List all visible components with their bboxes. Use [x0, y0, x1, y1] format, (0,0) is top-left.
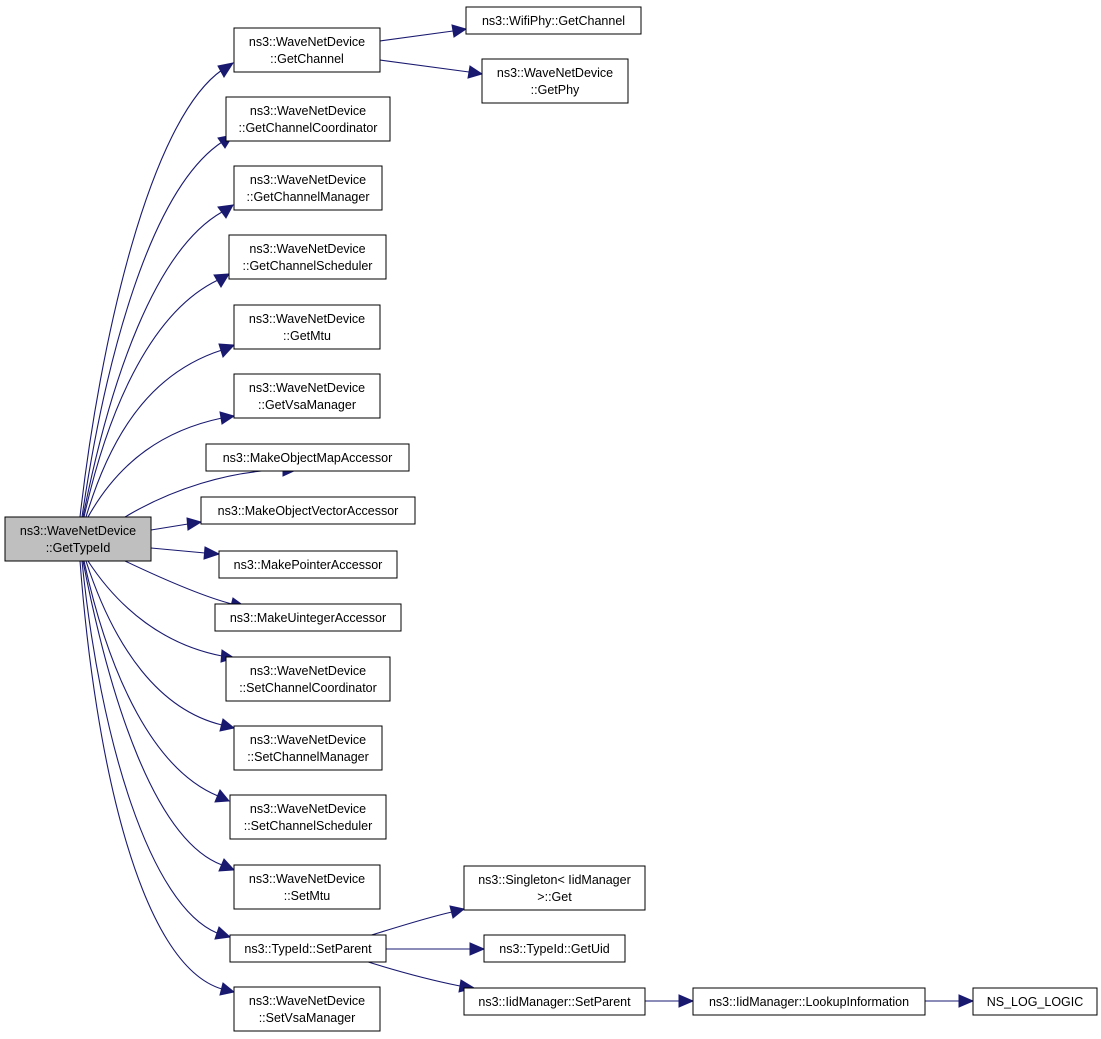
- edge-root-getchannelmanager: [82, 204, 234, 518]
- node-label-line: ns3::IidManager::LookupInformation: [709, 995, 909, 1009]
- node-label-line: ns3::WaveNetDevice: [249, 312, 365, 326]
- node-wavenetdevice-getchannel[interactable]: ns3::WaveNetDevice::GetChannel: [233, 27, 381, 73]
- node-typeid-setparent[interactable]: ns3::TypeId::SetParent: [229, 934, 387, 963]
- node-wavenetdevice-setchannelscheduler[interactable]: ns3::WaveNetDevice::SetChannelScheduler: [229, 794, 387, 840]
- edge-root-getvsamanager: [87, 411, 236, 518]
- node-wavenetdevice-setchannelcoordinator[interactable]: ns3::WaveNetDevice::SetChannelCoordinato…: [225, 656, 391, 702]
- node-label-line: ::GetTypeId: [46, 541, 111, 555]
- edge-root-makepointeraccessor: [150, 546, 221, 560]
- node-label-line: ns3::WaveNetDevice: [249, 872, 365, 886]
- edge-root-getmtu: [85, 343, 236, 518]
- edge-lookupinformation-nsloglogic: [925, 994, 975, 1008]
- edge-root-makeobjectvectoraccessor: [150, 517, 203, 531]
- node-root-gettypeid[interactable]: ns3::WaveNetDevice::GetTypeId: [4, 516, 152, 562]
- node-makeobjectvectoraccessor[interactable]: ns3::MakeObjectVectorAccessor: [200, 496, 416, 525]
- node-label-line: ::GetMtu: [283, 329, 331, 343]
- node-label-line: ns3::WifiPhy::GetChannel: [482, 14, 625, 28]
- node-wavenetdevice-getmtu[interactable]: ns3::WaveNetDevice::GetMtu: [233, 304, 381, 350]
- node-wavenetdevice-getphy[interactable]: ns3::WaveNetDevice::GetPhy: [481, 58, 629, 104]
- node-singleton-iidmanager-get[interactable]: ns3::Singleton< IidManager>::Get: [463, 865, 646, 911]
- node-label-line: ::GetChannelManager: [247, 190, 370, 204]
- node-label-line: ns3::WaveNetDevice: [249, 994, 365, 1008]
- node-label-line: ::SetChannelManager: [247, 750, 369, 764]
- node-label-line: ::GetChannelCoordinator: [239, 121, 378, 135]
- node-label-line: ns3::WaveNetDevice: [250, 733, 366, 747]
- edge-iidsetparent-lookupinformation: [645, 994, 695, 1008]
- node-label-line: ::SetMtu: [284, 889, 331, 903]
- edge-getchannel-getphy: [379, 59, 484, 79]
- edge-setparent-getuid: [386, 942, 486, 956]
- node-wavenetdevice-setchannelmanager[interactable]: ns3::WaveNetDevice::SetChannelManager: [233, 725, 383, 771]
- node-label-line: ns3::MakeObjectMapAccessor: [223, 451, 393, 465]
- node-label-line: ns3::WaveNetDevice: [250, 802, 366, 816]
- edge-setparent-iidmanagersetparent: [364, 960, 476, 993]
- node-label-line: ns3::WaveNetDevice: [497, 66, 613, 80]
- edge-getchannel-wifiphygetchannel: [379, 24, 468, 42]
- edge-root-setchannelscheduler: [83, 560, 230, 803]
- node-label-line: >::Get: [537, 890, 572, 904]
- node-iidmanager-setparent[interactable]: ns3::IidManager::SetParent: [463, 987, 646, 1016]
- node-wifiphy-getchannel[interactable]: ns3::WifiPhy::GetChannel: [465, 6, 642, 35]
- node-label-line: ns3::WaveNetDevice: [249, 381, 365, 395]
- node-label-line: ns3::WaveNetDevice: [249, 35, 365, 49]
- node-wavenetdevice-getchannelscheduler[interactable]: ns3::WaveNetDevice::GetChannelScheduler: [228, 234, 387, 280]
- node-wavenetdevice-getchannelmanager[interactable]: ns3::WaveNetDevice::GetChannelManager: [233, 165, 383, 211]
- edge-root-setmtu: [82, 560, 236, 872]
- node-wavenetdevice-getvsamanager[interactable]: ns3::WaveNetDevice::GetVsaManager: [233, 373, 381, 419]
- node-label-line: ns3::WaveNetDevice: [250, 664, 366, 678]
- edge-root-setvsamanager: [79, 560, 236, 996]
- node-typeid-getuid[interactable]: ns3::TypeId::GetUid: [483, 934, 626, 963]
- edge-root-getchannel: [79, 62, 235, 518]
- node-label-line: ns3::WaveNetDevice: [250, 173, 366, 187]
- node-label-line: ns3::MakePointerAccessor: [234, 558, 383, 572]
- node-label-line: ::GetChannel: [270, 52, 344, 66]
- node-label-line: ns3::TypeId::SetParent: [244, 942, 372, 956]
- node-wavenetdevice-setmtu[interactable]: ns3::WaveNetDevice::SetMtu: [233, 864, 381, 910]
- node-label-line: ns3::WaveNetDevice: [20, 524, 136, 538]
- node-label-line: NS_LOG_LOGIC: [987, 995, 1084, 1009]
- node-makeuintegeraccessor[interactable]: ns3::MakeUintegerAccessor: [214, 603, 402, 632]
- node-ns-log-logic[interactable]: NS_LOG_LOGIC: [972, 987, 1098, 1016]
- edge-setparent-singletonget: [364, 905, 466, 938]
- node-iidmanager-lookupinformation[interactable]: ns3::IidManager::LookupInformation: [692, 987, 926, 1016]
- node-makeobjectmapaccessor[interactable]: ns3::MakeObjectMapAccessor: [205, 443, 410, 472]
- edge-root-setchannelcoordinator: [87, 560, 236, 663]
- edge-root-settypeidsetparent: [81, 560, 232, 940]
- node-label-line: ::GetVsaManager: [258, 398, 356, 412]
- node-makepointeraccessor[interactable]: ns3::MakePointerAccessor: [218, 550, 398, 579]
- node-label-line: ns3::TypeId::GetUid: [499, 942, 610, 956]
- node-label-line: ns3::MakeObjectVectorAccessor: [218, 504, 399, 518]
- node-label-line: ns3::WaveNetDevice: [250, 104, 366, 118]
- node-label-line: ::SetChannelCoordinator: [239, 681, 377, 695]
- node-label-line: ::SetChannelScheduler: [244, 819, 373, 833]
- node-label-line: ns3::Singleton< IidManager: [478, 873, 631, 887]
- node-label-line: ns3::WaveNetDevice: [249, 242, 365, 256]
- node-wavenetdevice-setvsamanager[interactable]: ns3::WaveNetDevice::SetVsaManager: [233, 986, 381, 1032]
- edge-root-setchannelmanager: [85, 560, 236, 732]
- edge-root-getchannelscheduler: [83, 273, 230, 518]
- node-wavenetdevice-getchannelcoordinator[interactable]: ns3::WaveNetDevice::GetChannelCoordinato…: [225, 96, 391, 142]
- node-label-line: ns3::IidManager::SetParent: [478, 995, 631, 1009]
- node-label-line: ::GetPhy: [531, 83, 580, 97]
- node-label-line: ::SetVsaManager: [259, 1011, 356, 1025]
- node-label-line: ns3::MakeUintegerAccessor: [230, 611, 386, 625]
- node-label-line: ::GetChannelScheduler: [243, 259, 373, 273]
